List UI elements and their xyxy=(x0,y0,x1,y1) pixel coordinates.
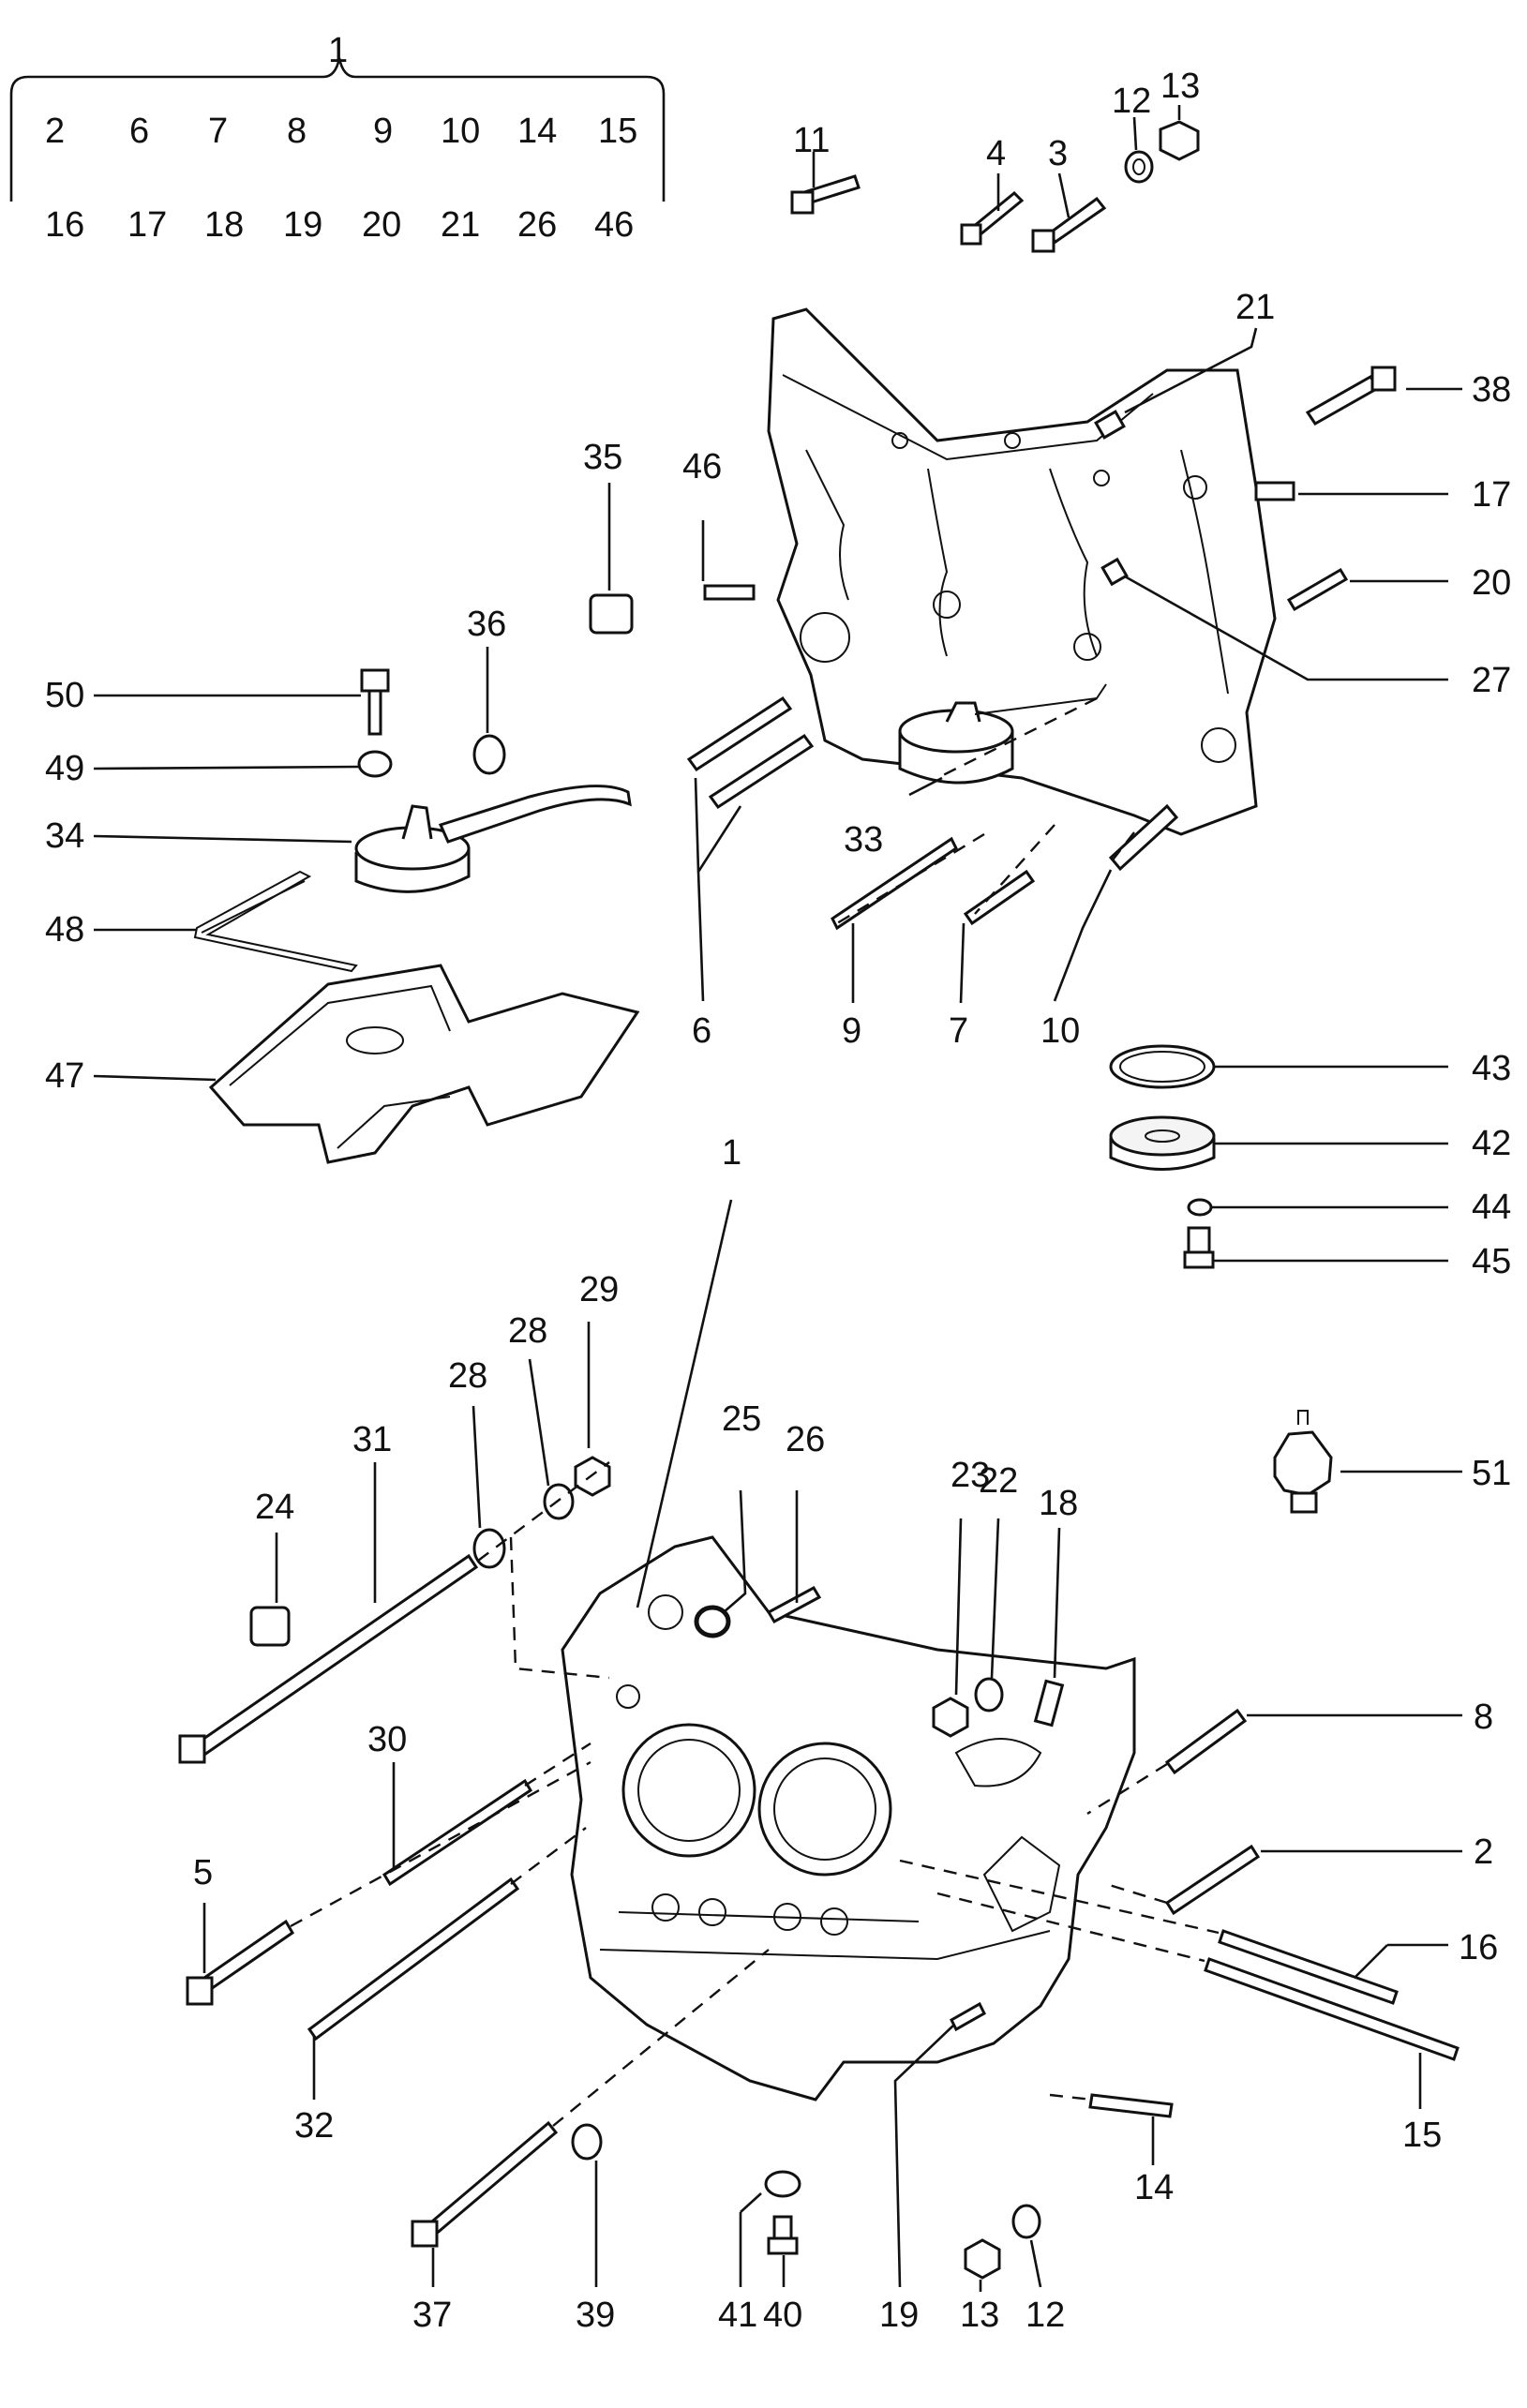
kit-item: 10 xyxy=(441,112,480,151)
kit-bracket xyxy=(9,57,666,202)
kit-item: 6 xyxy=(129,112,149,151)
callout: 4 xyxy=(986,134,1006,173)
callout: 3 xyxy=(1048,134,1068,173)
callout: 23 xyxy=(951,1456,990,1495)
callout-numbers: 11 4 3 12 13 21 38 17 20 27 46 35 36 50 … xyxy=(45,67,1511,2335)
kit-item: 15 xyxy=(598,112,637,151)
callout: 13 xyxy=(1160,67,1200,106)
callout: 45 xyxy=(1472,1242,1511,1281)
callout: 51 xyxy=(1472,1454,1511,1493)
callout: 49 xyxy=(45,749,84,788)
callout: 7 xyxy=(949,1011,968,1051)
callout: 33 xyxy=(844,820,883,860)
callout: 29 xyxy=(579,1270,619,1309)
crankcase-lower-half xyxy=(561,1535,1136,2101)
callout: 19 xyxy=(879,2296,919,2335)
kit-item: 21 xyxy=(441,205,480,245)
cover-parts-right xyxy=(1109,1044,1216,1269)
gasket-48 xyxy=(193,870,358,973)
callout: 35 xyxy=(583,438,622,477)
callout: 46 xyxy=(682,447,722,486)
callout: 1 xyxy=(722,1133,741,1173)
callout: 27 xyxy=(1472,661,1511,700)
callout: 21 xyxy=(1235,288,1275,327)
callout: 15 xyxy=(1402,2116,1442,2155)
callout: 14 xyxy=(1134,2168,1174,2207)
crankcase-upper-half xyxy=(767,307,1277,836)
leader-lines xyxy=(93,105,1462,2292)
kit-row-2: 16 17 18 19 20 21 26 46 xyxy=(45,205,634,245)
callout: 44 xyxy=(1472,1188,1511,1227)
callout: 12 xyxy=(1112,82,1151,121)
callout: 42 xyxy=(1472,1124,1511,1163)
kit-item: 8 xyxy=(287,112,307,151)
callout: 22 xyxy=(979,1461,1018,1501)
callout: 48 xyxy=(45,910,84,950)
kit-item: 9 xyxy=(373,112,393,151)
callout: 18 xyxy=(1039,1484,1078,1523)
callout: 36 xyxy=(467,605,506,644)
kit-item: 20 xyxy=(362,205,401,245)
oil-strainer xyxy=(898,683,1107,785)
callout: 17 xyxy=(1472,475,1511,515)
callout: 6 xyxy=(692,1011,711,1051)
oil-pickup xyxy=(354,785,632,893)
callout: 39 xyxy=(576,2296,615,2335)
callout: 43 xyxy=(1472,1049,1511,1088)
callout: 50 xyxy=(45,676,84,715)
callout: 28 xyxy=(508,1311,547,1351)
callout: 5 xyxy=(193,1853,213,1892)
callout: 28 xyxy=(448,1356,487,1396)
callout: 9 xyxy=(842,1011,861,1051)
kit-item: 7 xyxy=(208,112,228,151)
callout: 10 xyxy=(1040,1011,1080,1051)
callout: 20 xyxy=(1472,563,1511,603)
callout: 8 xyxy=(1474,1698,1493,1737)
callout: 47 xyxy=(45,1056,84,1096)
callout: 32 xyxy=(294,2106,334,2146)
callout: 26 xyxy=(786,1420,825,1459)
callout: 40 xyxy=(763,2296,802,2335)
kit-item: 18 xyxy=(204,205,244,245)
kit-item: 19 xyxy=(283,205,322,245)
callout: 30 xyxy=(367,1720,407,1759)
kit-row-1: 2 6 7 8 9 10 14 15 xyxy=(45,112,637,151)
callout: 12 xyxy=(1025,2296,1065,2335)
callout: 34 xyxy=(45,816,84,856)
kit-item: 2 xyxy=(45,112,65,151)
gasket-47 xyxy=(208,964,640,1164)
kit-item: 17 xyxy=(127,205,167,245)
callout: 24 xyxy=(255,1488,294,1527)
kit-item: 46 xyxy=(594,205,634,245)
fasteners xyxy=(178,120,1460,2280)
callout: 13 xyxy=(960,2296,999,2335)
kit-number: 1 xyxy=(328,31,348,70)
callout: 31 xyxy=(352,1420,392,1459)
oil-pressure-switch xyxy=(1273,1410,1333,1514)
callout: 25 xyxy=(722,1399,761,1439)
callout: 2 xyxy=(1474,1832,1493,1872)
callout: 11 xyxy=(793,121,830,160)
kit-item: 26 xyxy=(517,205,557,245)
callout: 41 xyxy=(718,2296,757,2335)
kit-item: 16 xyxy=(45,205,84,245)
callout: 38 xyxy=(1472,370,1511,410)
callout: 16 xyxy=(1459,1928,1498,1967)
callout: 37 xyxy=(412,2296,452,2335)
kit-item: 14 xyxy=(517,112,557,151)
